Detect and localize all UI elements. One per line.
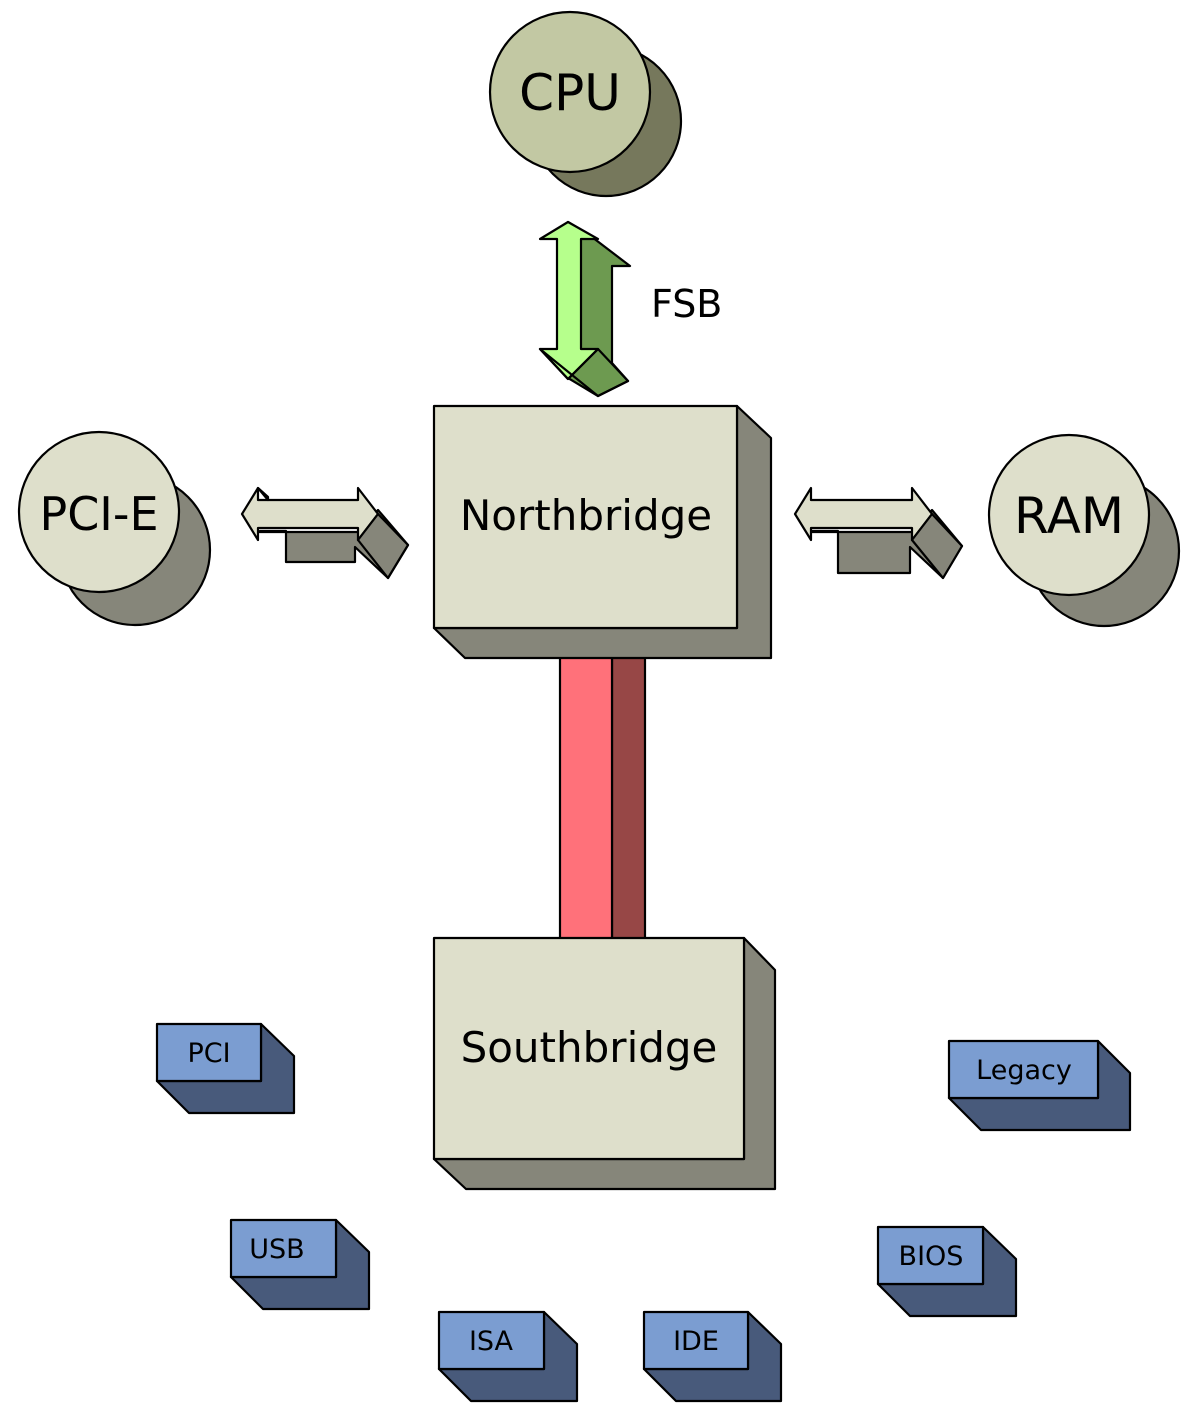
fsb-label: FSB <box>651 282 722 326</box>
ram-label: RAM <box>1014 487 1124 545</box>
pcie-arrow-tip <box>356 512 410 580</box>
isa-block-face <box>437 1310 546 1371</box>
pcie-link-arrow <box>240 486 410 580</box>
usb-label: USB <box>249 1234 304 1265</box>
pcie-node: PCI-E <box>17 430 212 627</box>
ide-label: IDE <box>673 1326 719 1357</box>
pcie-label: PCI-E <box>39 487 158 541</box>
pci-block-face <box>155 1022 263 1083</box>
peripheral-isa: ISA <box>437 1310 579 1403</box>
pci-label: PCI <box>187 1038 230 1069</box>
bios-label: BIOS <box>899 1241 964 1272</box>
hub-link-side <box>610 626 647 942</box>
ide-block-face <box>642 1310 750 1371</box>
ram-disc <box>987 433 1151 597</box>
cpu-node: CPU <box>488 10 683 198</box>
cpu-label: CPU <box>519 64 621 122</box>
northbridge-label: Northbridge <box>460 491 712 540</box>
fsb-arrow-head-bottom <box>538 347 630 398</box>
legacy-label: Legacy <box>976 1055 1072 1086</box>
peripheral-pci: PCI <box>155 1022 296 1115</box>
ram-link-arrow <box>793 486 964 580</box>
pcie-arrow-top <box>256 486 270 502</box>
ram-node: RAM <box>987 433 1181 628</box>
peripheral-legacy: Legacy <box>947 1039 1132 1132</box>
fsb-arrow: FSB <box>538 220 722 398</box>
peripheral-usb: USB <box>229 1218 371 1311</box>
southbridge-node: Southbridge <box>432 936 777 1191</box>
southbridge-face <box>432 936 746 1161</box>
peripheral-ide: IDE <box>642 1310 783 1403</box>
hub-link-front <box>558 626 614 942</box>
usb-block-face <box>229 1218 338 1279</box>
ram-arrow-tip <box>910 512 964 580</box>
peripheral-bios: BIOS <box>876 1225 1018 1318</box>
legacy-block-face <box>947 1039 1100 1100</box>
northbridge-node: Northbridge <box>432 404 773 660</box>
northbridge-face <box>432 404 739 630</box>
southbridge-label: Southbridge <box>461 1023 718 1072</box>
isa-label: ISA <box>469 1326 514 1357</box>
cpu-disc <box>488 10 652 174</box>
hub-link <box>558 626 647 942</box>
bios-block-face <box>876 1225 985 1286</box>
pcie-disc <box>17 430 181 594</box>
